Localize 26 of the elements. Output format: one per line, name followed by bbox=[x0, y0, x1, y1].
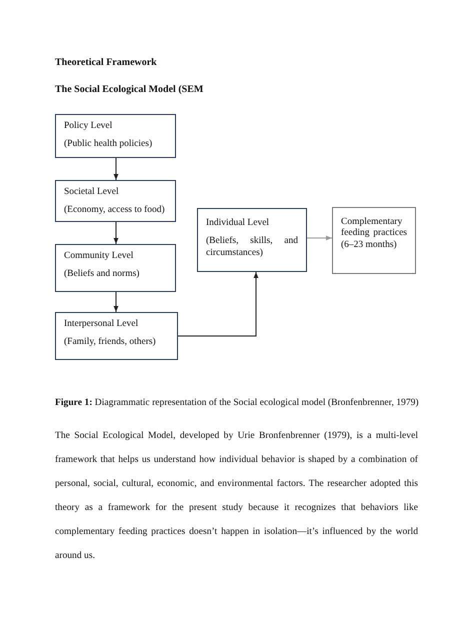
level-box bbox=[332, 207, 416, 274]
subheading: The Social Ecological Model (SEM bbox=[55, 84, 204, 95]
level-description: (Economy, access to food) bbox=[64, 205, 166, 217]
heading: Theoretical Framework bbox=[55, 57, 157, 68]
level-box bbox=[55, 312, 178, 360]
arrow bbox=[178, 272, 258, 336]
outcome-text: Complementary feeding practices (6–23 months) bbox=[341, 217, 407, 252]
arrow bbox=[114, 158, 118, 180]
level-description: (Family, friends, others) bbox=[64, 337, 157, 349]
arrow bbox=[306, 236, 332, 240]
figure-caption: Figure 1: Diagrammatic representation of the Social ecological model (Bronfenbrenner, 1979) bbox=[55, 397, 419, 408]
level-box bbox=[55, 180, 176, 222]
arrow bbox=[114, 222, 118, 244]
level-description: (Beliefs and norms) bbox=[64, 269, 140, 281]
level-name: Policy Level bbox=[64, 121, 114, 132]
body-paragraph: The Social Ecological Model, developed by Urie Bronfenbrenner (1979), is a multi-level framework that helps us understand how individual behavior is shaped by a combination of personal, social, cultural, economic, and environmental factors. The researcher adopted this theory as a framework for the present study because it recognizes that behaviors like complementary feeding practices doesn’t happen in isolation—it’s influenced by the world around us. bbox=[55, 429, 418, 563]
level-name: Community Level bbox=[64, 251, 134, 262]
level-description: (Beliefs, skills, and circumstances) bbox=[206, 236, 298, 260]
arrow bbox=[114, 292, 118, 312]
level-name: Individual Level bbox=[206, 218, 270, 230]
level-name: Societal Level bbox=[64, 187, 120, 198]
level-name: Interpersonal Level bbox=[64, 319, 140, 330]
level-box bbox=[55, 244, 176, 292]
level-box bbox=[197, 208, 307, 272]
level-description: (Public health policies) bbox=[64, 139, 154, 151]
level-box bbox=[55, 114, 176, 158]
